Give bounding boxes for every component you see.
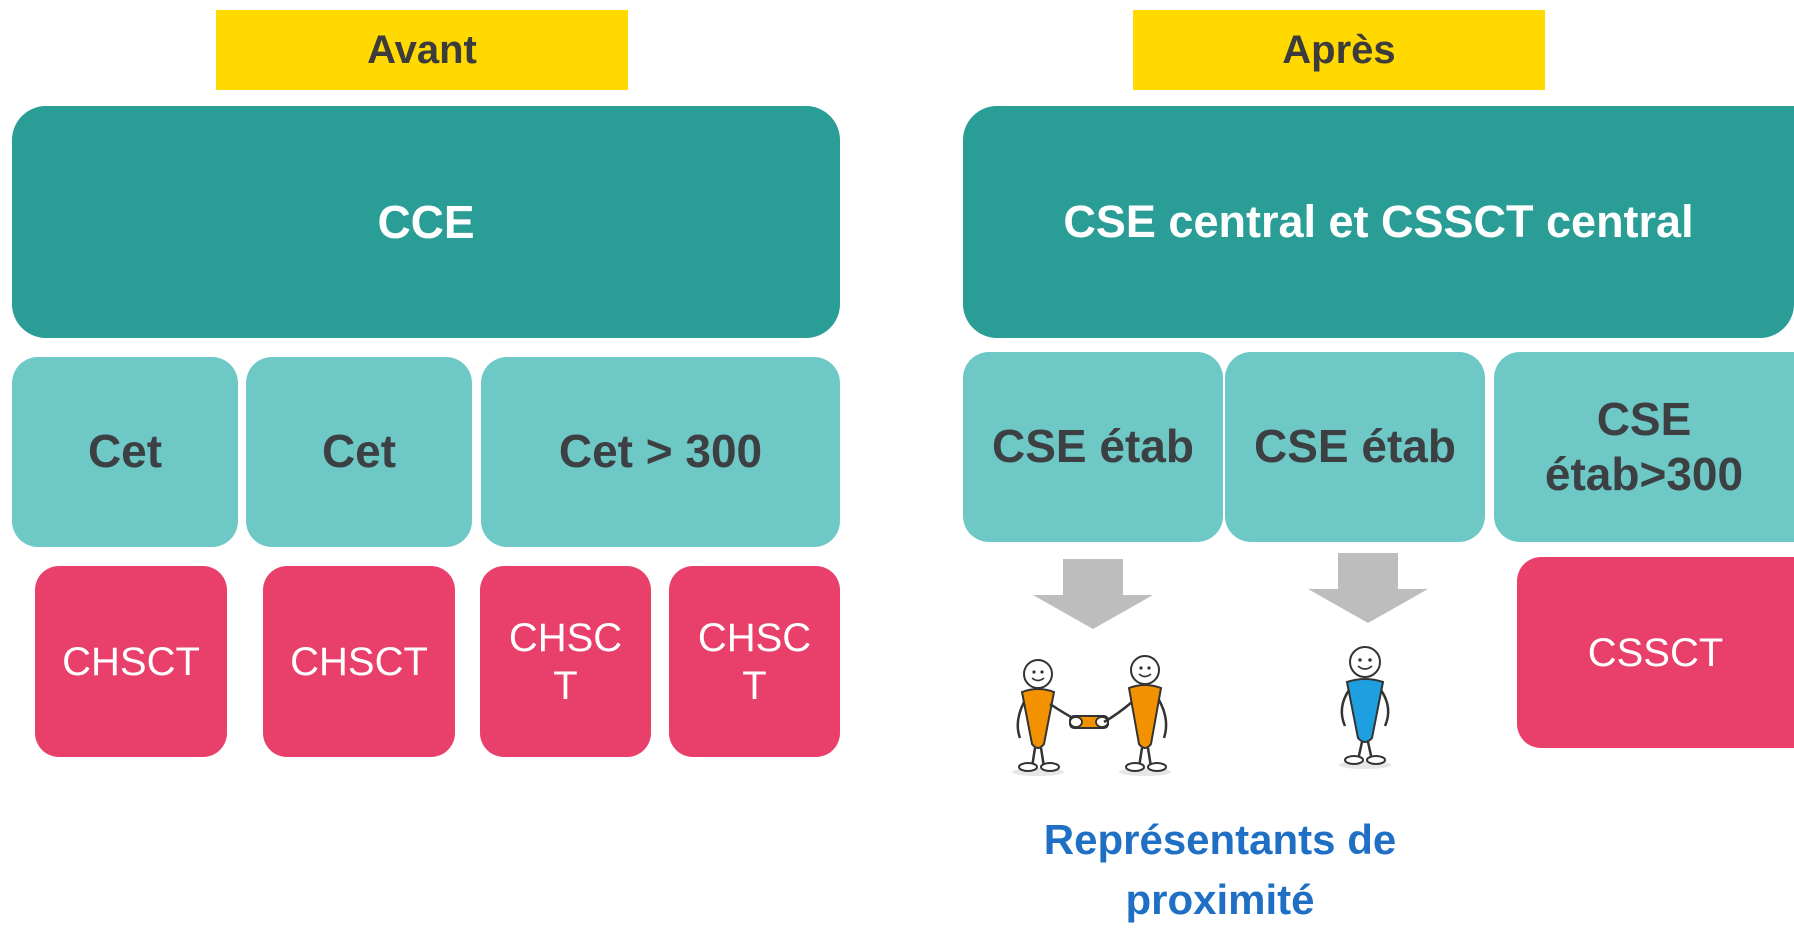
down-arrow-icon — [1033, 559, 1153, 629]
establishment-box-2: Cet — [246, 357, 472, 547]
down-arrow-icon — [1308, 553, 1428, 623]
single-person-icon — [1339, 646, 1391, 769]
caption-representants: Représentants de proximité — [1043, 816, 1397, 923]
avant-header: Avant — [216, 10, 628, 90]
chsct-box-1: CHSCT — [35, 566, 227, 757]
chsct-box-2: CHSCT — [263, 566, 455, 757]
two-people-handshake-icon — [1012, 655, 1171, 776]
establishment-box-1: Cet — [12, 357, 238, 547]
chsct-box-4: CHSC T — [669, 566, 840, 757]
cse-etab-box-1: CSE étab — [963, 352, 1223, 542]
apres-header: Après — [1133, 10, 1545, 90]
cse-etab-box-2: CSE étab — [1225, 352, 1485, 542]
establishment-box-3: Cet > 300 — [481, 357, 840, 547]
cssct-box: CSSCT — [1517, 557, 1794, 748]
chsct-box-3: CHSC T — [480, 566, 651, 757]
cse-central-box: CSE central et CSSCT central — [963, 106, 1794, 338]
cce-box: CCE — [12, 106, 840, 338]
cse-etab300-box: CSE étab>300 — [1494, 352, 1794, 542]
